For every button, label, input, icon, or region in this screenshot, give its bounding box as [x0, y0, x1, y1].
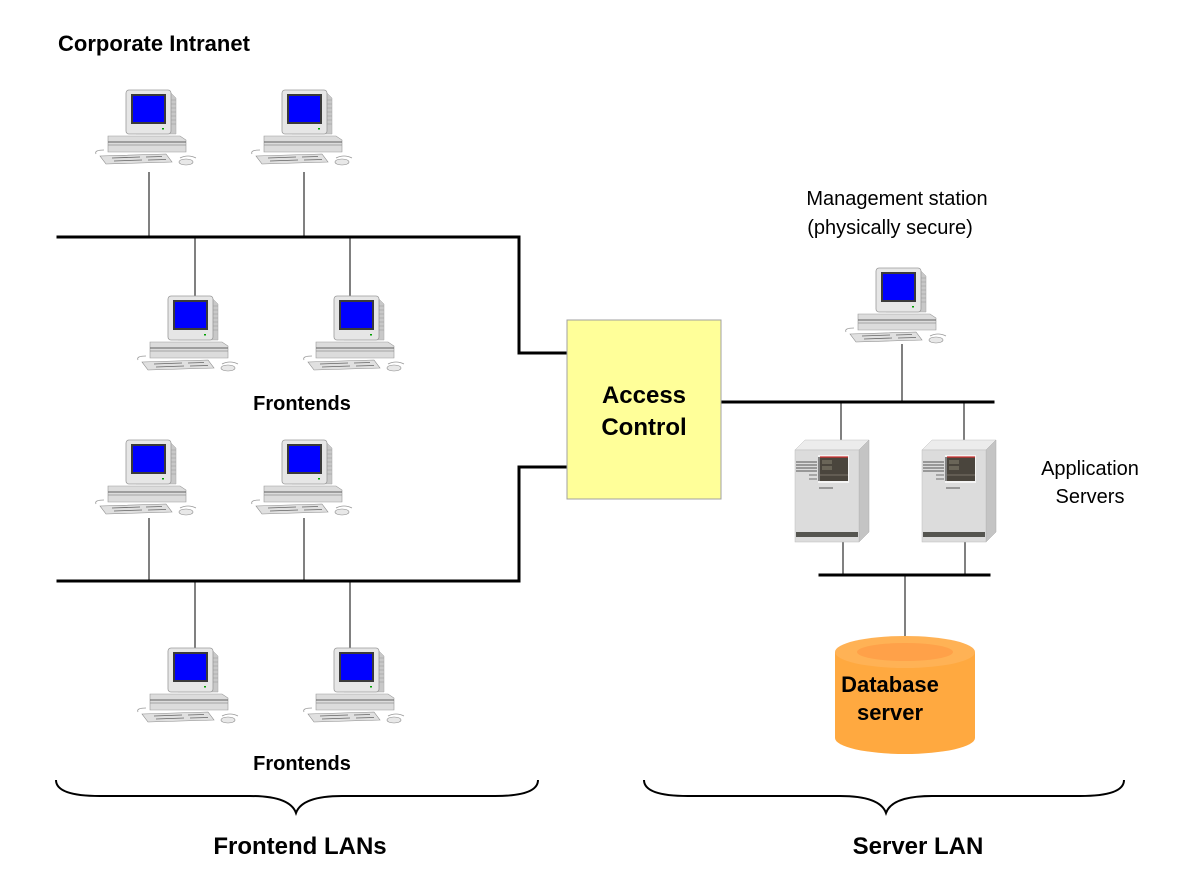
- management-station-label-1: Management station: [806, 188, 987, 210]
- server-icon: [921, 439, 997, 543]
- app-servers-label-1: Application: [1041, 458, 1139, 480]
- workstation-icon: [95, 439, 197, 516]
- workstation-icon: [251, 89, 353, 166]
- frontends-label-2: Frontends: [253, 753, 351, 775]
- database-label-2: server: [857, 700, 924, 725]
- database-label-1: Database: [841, 672, 939, 697]
- workstation-icon: [303, 647, 405, 724]
- application-servers: [794, 439, 997, 543]
- frontend-brace: [55, 779, 539, 816]
- server-lan-label: Server LAN: [853, 833, 984, 860]
- app-servers-label-2: Servers: [1056, 486, 1125, 508]
- frontend-lans-label: Frontend LANs: [213, 833, 386, 860]
- upper-lan-bus: [56, 235, 569, 355]
- access-control-label-2: Control: [601, 414, 686, 441]
- frontends-label-1: Frontends: [253, 393, 351, 415]
- network-lines: [56, 172, 995, 648]
- management-station-label-2: (physically secure): [807, 217, 973, 239]
- workstation-icon: [251, 439, 353, 516]
- workstation-icon: [303, 295, 405, 372]
- server-brace: [643, 779, 1125, 816]
- frontend-group-2-top: [95, 439, 353, 516]
- management-station: [845, 267, 947, 344]
- corporate-intranet-label: Corporate Intranet: [58, 31, 251, 56]
- server-icon: [794, 439, 870, 543]
- workstation-icon: [845, 267, 947, 344]
- access-control-rect: [566, 319, 722, 500]
- workstation-icon: [95, 89, 197, 166]
- database-icon: [835, 652, 975, 754]
- database-server: Database server: [835, 636, 975, 754]
- lower-lan-bus: [56, 465, 569, 583]
- frontend-group-2-bottom: [137, 647, 405, 724]
- workstation-icon: [137, 295, 239, 372]
- access-control-label-1: Access: [602, 382, 686, 409]
- workstation-icon: [137, 647, 239, 724]
- intranet-workstations: [95, 89, 353, 166]
- frontend-group-1: [137, 295, 405, 372]
- access-control-box: Access Control: [566, 319, 722, 500]
